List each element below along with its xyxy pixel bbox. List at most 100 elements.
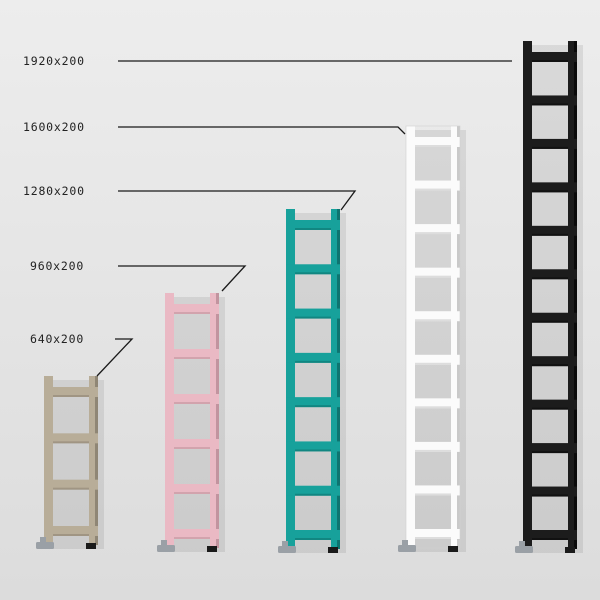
- radiator-rung-shade: [532, 60, 568, 62]
- radiator-rail-left: [286, 209, 295, 549]
- radiator-640x200: [36, 376, 104, 549]
- radiator-rung-shade: [415, 275, 451, 278]
- radiator-rung: [523, 95, 577, 106]
- radiator-rail-edge: [574, 41, 577, 549]
- valve-left-cap: [161, 540, 167, 546]
- radiator-rung-shade: [415, 362, 451, 365]
- radiator-rail-edge: [457, 126, 460, 548]
- radiator-1920x200: [515, 41, 583, 553]
- radiator-rung-shade: [295, 316, 331, 319]
- radiator-rung: [406, 398, 460, 409]
- radiator-rung: [406, 267, 460, 278]
- radiator-rung: [286, 352, 340, 363]
- radiator-rung: [406, 137, 460, 147]
- size-label-960: 960x200: [30, 259, 84, 273]
- radiator-group: [36, 41, 583, 553]
- valve-right: [328, 547, 338, 553]
- radiator-rail-right: [210, 293, 219, 548]
- size-label-640: 640x200: [30, 332, 84, 346]
- radiator-rung-shade: [415, 188, 451, 191]
- radiator-rung: [523, 530, 577, 540]
- radiator-rail-left: [406, 126, 415, 548]
- radiator-rung: [44, 479, 98, 490]
- radiator-rung-shade: [174, 357, 210, 359]
- radiator-rung-shade: [415, 449, 451, 452]
- radiator-rung: [523, 225, 577, 236]
- valve-left: [398, 545, 416, 552]
- radiator-rung-shade: [295, 228, 331, 230]
- radiator-rung: [286, 397, 340, 408]
- radiator-rail-left: [523, 41, 532, 549]
- radiator-rung: [286, 441, 340, 452]
- valve-left-cap: [40, 537, 46, 543]
- radiator-rail-right: [451, 126, 460, 548]
- radiator-rung: [523, 356, 577, 367]
- radiator-rung: [523, 443, 577, 454]
- radiator-rung-shade: [532, 320, 568, 323]
- radiator-rung: [286, 264, 340, 275]
- valve-right: [565, 547, 575, 553]
- valve-left-cap: [282, 541, 288, 547]
- radiator-rung-shade: [532, 538, 568, 540]
- size-label-1280: 1280x200: [23, 184, 85, 198]
- radiator-rung-shade: [415, 493, 451, 496]
- valve-left: [36, 542, 54, 549]
- radiator-outline: [405, 125, 461, 549]
- leader-line-640: [96, 338, 134, 377]
- radiator-rung-shade: [174, 402, 210, 404]
- radiator-rung: [165, 529, 219, 539]
- radiator-rung-shade: [295, 493, 331, 496]
- radiator-rung: [523, 312, 577, 323]
- radiator-rung: [406, 180, 460, 191]
- valve-right: [448, 546, 458, 552]
- leader-line-960: [118, 265, 247, 292]
- radiator-rail-left: [44, 376, 53, 545]
- radiator-rung: [523, 182, 577, 193]
- radiator-rung-shade: [532, 233, 568, 236]
- radiator-rail-left: [165, 293, 174, 548]
- radiator-1280x200: [278, 209, 346, 553]
- radiator-rung-shade: [53, 441, 89, 444]
- radiator-rung-shade: [295, 405, 331, 408]
- radiator-rung: [406, 485, 460, 496]
- radiator-rung: [523, 138, 577, 149]
- leader-line-1280: [118, 190, 357, 211]
- radiator-rung: [286, 220, 340, 230]
- valve-right: [207, 546, 217, 552]
- radiator-rung: [165, 394, 219, 404]
- radiator-rung-shade: [415, 319, 451, 322]
- size-label-1920: 1920x200: [23, 54, 85, 68]
- radiator-rung-shade: [174, 447, 210, 449]
- valve-left-cap: [519, 541, 525, 547]
- radiator-rung: [406, 311, 460, 322]
- radiator-rung: [165, 349, 219, 359]
- valve-left-cap: [402, 540, 408, 546]
- radiator-rung: [523, 486, 577, 497]
- valve-left: [278, 546, 296, 553]
- radiator-rung-shade: [532, 364, 568, 367]
- radiator-rung: [523, 52, 577, 62]
- valve-left: [515, 546, 533, 553]
- radiator-rail-edge: [95, 376, 98, 545]
- radiator-rung-shade: [532, 190, 568, 193]
- radiator-rung: [523, 269, 577, 280]
- radiator-rung: [406, 529, 460, 539]
- radiator-rung-shade: [532, 146, 568, 149]
- radiator-rung: [406, 224, 460, 235]
- radiator-rung: [523, 399, 577, 410]
- radiator-rung: [44, 433, 98, 444]
- radiator-rung-shade: [415, 537, 451, 539]
- radiator-1600x200: [398, 125, 466, 552]
- radiator-rung-shade: [295, 272, 331, 275]
- radiator-rail-edge: [337, 209, 340, 549]
- leader-lines: [96, 60, 512, 377]
- radiator-rung-shade: [53, 534, 89, 536]
- radiator-rung-shade: [174, 492, 210, 494]
- radiator-rung: [286, 530, 340, 540]
- radiator-rail-right: [568, 41, 577, 549]
- radiator-rung: [286, 485, 340, 496]
- radiator-rung-shade: [532, 103, 568, 106]
- radiator-rung: [44, 526, 98, 536]
